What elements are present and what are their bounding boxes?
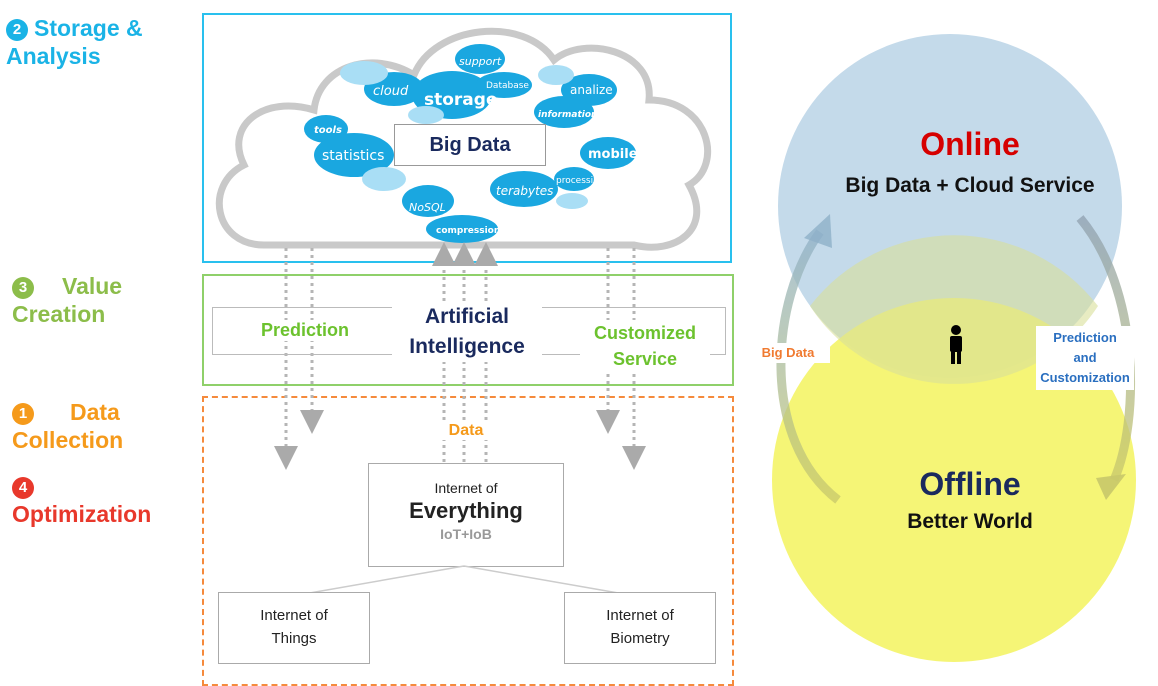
customized-service-label: Customized Service bbox=[580, 320, 710, 372]
customized-line2: Service bbox=[612, 349, 678, 369]
cloud-word-support: support bbox=[459, 55, 502, 68]
cloud-word-tools: tools bbox=[314, 125, 342, 136]
overlap-region bbox=[810, 235, 1098, 384]
offline-title: Offline bbox=[919, 466, 1021, 502]
cloud-word-database: Database bbox=[486, 81, 529, 91]
cloud-word-statistics: statistics bbox=[322, 148, 384, 164]
step-number-badge: 3 bbox=[12, 277, 34, 299]
ioe-line2: Everything bbox=[409, 498, 523, 523]
step-value-line2: Creation bbox=[12, 301, 106, 327]
iot-box: Internet of Things bbox=[218, 592, 370, 664]
big-data-arrow-label: Big Data bbox=[746, 343, 830, 363]
step-storage-analysis: 2 Storage & Analysis bbox=[6, 14, 143, 70]
value-frame bbox=[202, 274, 734, 386]
prediction-label: Prediction bbox=[238, 320, 372, 341]
cloud-word-information: information bbox=[538, 110, 597, 120]
person-icon bbox=[950, 325, 962, 364]
pc-line2: and bbox=[1073, 350, 1097, 365]
step-number-badge: 4 bbox=[12, 477, 34, 499]
data-label: Data bbox=[436, 422, 496, 440]
pc-line1: Prediction bbox=[1053, 330, 1117, 345]
iot-line2: Things bbox=[271, 630, 317, 647]
ai-title-line2: Intelligence bbox=[409, 335, 525, 358]
cloud-word-terabytes: terabytes bbox=[496, 184, 553, 198]
cloud-word-mobile: mobile bbox=[588, 147, 638, 162]
big-data-box: Big Data bbox=[394, 124, 546, 166]
venn-diagram bbox=[772, 34, 1136, 662]
cloud-word-bubbles bbox=[304, 44, 636, 243]
cloud-word-cloud: cloud bbox=[373, 84, 409, 99]
step-storage-line2: Analysis bbox=[6, 43, 101, 69]
iob-box: Internet of Biometry bbox=[564, 592, 716, 664]
cloud-word-analize: analize bbox=[570, 83, 613, 97]
iob-line2: Biometry bbox=[610, 630, 670, 647]
customized-line1: Customized bbox=[593, 323, 696, 343]
prediction-customization-label: Prediction and Customization bbox=[1036, 326, 1134, 390]
step-data-collection: 1 Data Collection bbox=[12, 398, 123, 454]
step-collection-line2: Collection bbox=[12, 427, 124, 453]
left-arrow-head bbox=[804, 214, 832, 248]
iot-line1: Internet of bbox=[260, 607, 328, 624]
online-title: Online bbox=[920, 126, 1020, 162]
pc-line3: Customization bbox=[1040, 370, 1130, 385]
step-optimization-line2: Optimization bbox=[12, 501, 152, 527]
cloud-word-storage: storage bbox=[424, 90, 497, 110]
cloud-word-compression: compression bbox=[436, 226, 500, 236]
step-storage-line1: Storage & bbox=[34, 15, 143, 41]
offline-subtitle: Better World bbox=[907, 510, 1033, 533]
step-number-badge: 1 bbox=[12, 403, 34, 425]
online-subtitle: Big Data + Cloud Service bbox=[845, 174, 1095, 197]
ioe-line1: Internet of bbox=[434, 480, 498, 496]
step-number-badge: 2 bbox=[6, 19, 28, 41]
ai-title: Artificial Intelligence bbox=[392, 302, 542, 362]
right-arrow-head bbox=[1096, 474, 1126, 500]
big-data-label: Big Data bbox=[429, 134, 511, 156]
ioe-box: Internet of Everything IoT+IoB bbox=[368, 463, 564, 567]
left-curved-arrow bbox=[776, 229, 841, 504]
iob-line1: Internet of bbox=[606, 607, 674, 624]
ioe-connectors bbox=[303, 565, 625, 595]
ai-title-line1: Artificial bbox=[424, 305, 510, 328]
step-value-line1: Value bbox=[62, 273, 123, 299]
step-value-creation: 3 Value Creation bbox=[12, 272, 122, 328]
cloud-word-nosql: NoSQL bbox=[409, 201, 446, 214]
ioe-line3: IoT+IoB bbox=[440, 526, 492, 542]
step-optimization: 4 Optimization bbox=[12, 472, 151, 528]
step-collection-line1: Data bbox=[70, 399, 120, 425]
cloud-word-processing: processing bbox=[556, 176, 605, 186]
